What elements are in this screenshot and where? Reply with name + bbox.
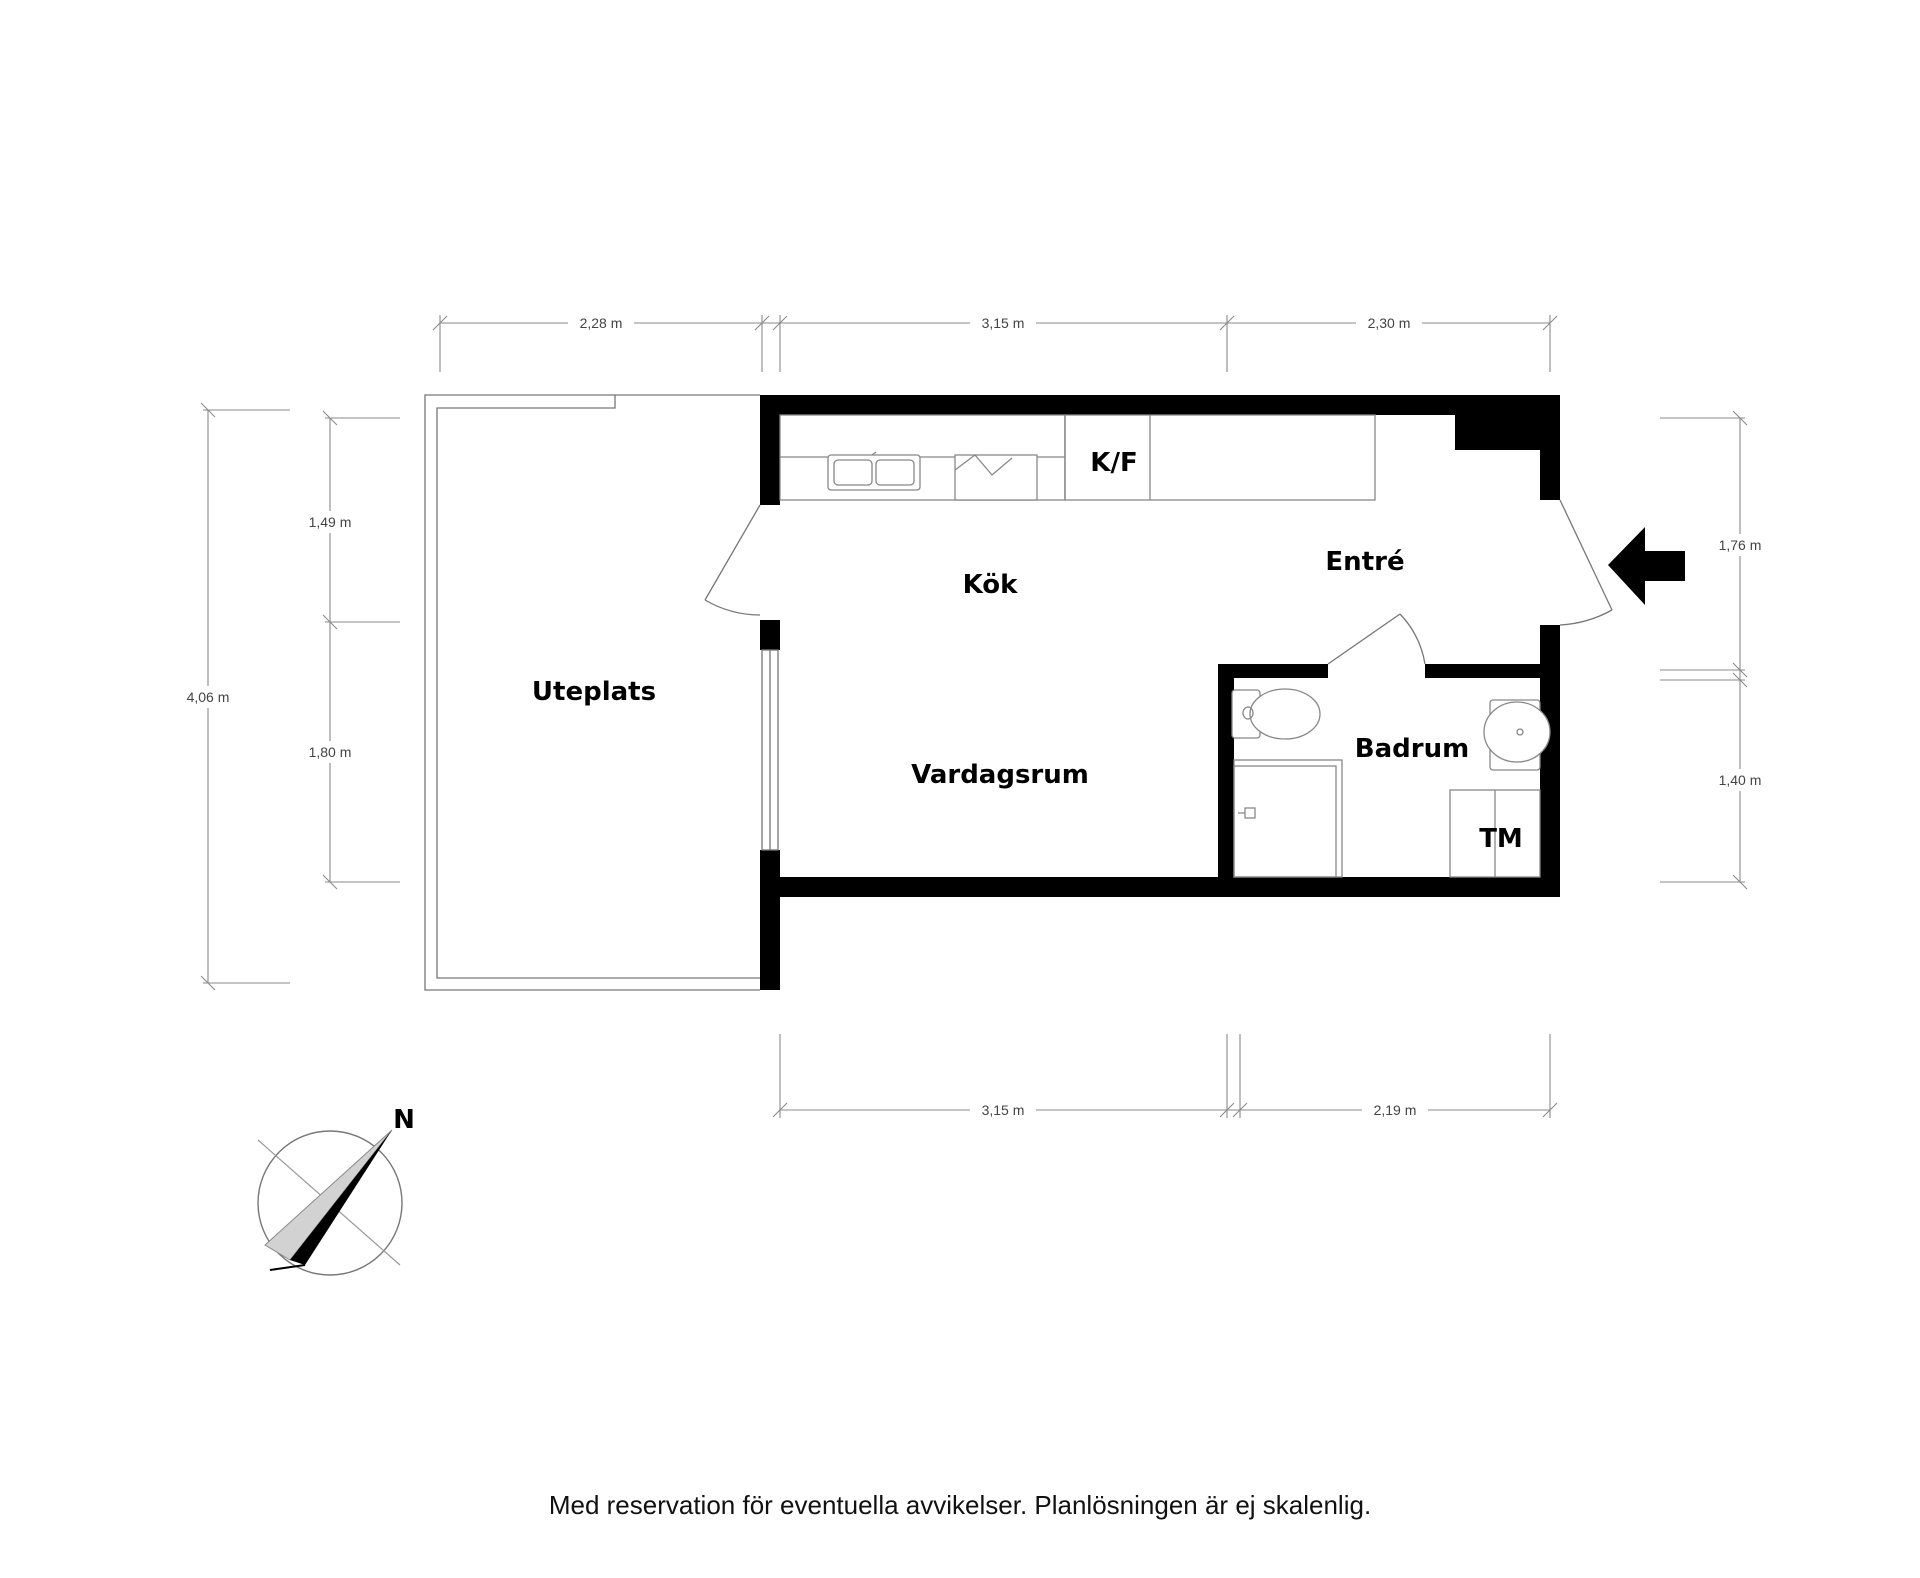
dim-left-lower: 1,80 m: [309, 744, 352, 760]
disclaimer-text: Med reservation för eventuella avvikelse…: [548, 1490, 1372, 1520]
room-label-uteplats: Uteplats: [532, 677, 656, 707]
dim-left-total: 4,06 m: [187, 689, 230, 705]
dim-bottom-mid: 3,15 m: [982, 1102, 1025, 1118]
room-label-vardagsrum: Vardagsrum: [911, 760, 1089, 790]
dim-right-lower: 1,40 m: [1719, 772, 1762, 788]
walls: [760, 395, 1560, 990]
window-left: [761, 649, 779, 851]
dimension-labels: 2,28 m 3,15 m 2,30 m 3,15 m 2,19 m 4,06 …: [176, 313, 1772, 1120]
bathroom-fixtures: [1231, 688, 1551, 878]
room-label-badrum: Badrum: [1355, 734, 1469, 764]
entrance-arrow-icon: [1608, 527, 1685, 605]
dim-right-upper: 1,76 m: [1719, 537, 1762, 553]
room-labels: Kök Vardagsrum Entré Badrum Uteplats K/F…: [532, 448, 1523, 854]
dimension-lines: [200, 315, 1748, 1118]
room-label-tm: TM: [1479, 824, 1523, 854]
dim-top-left: 2,28 m: [580, 315, 623, 331]
dim-bottom-right: 2,19 m: [1374, 1102, 1417, 1118]
room-label-entre: Entré: [1325, 547, 1404, 577]
compass: N: [257, 1105, 415, 1276]
dim-top-mid: 3,15 m: [982, 315, 1025, 331]
terrace: [424, 394, 760, 991]
dim-top-right: 2,30 m: [1368, 315, 1411, 331]
kitchen-counter: [779, 414, 1376, 501]
dim-left-upper: 1,49 m: [309, 514, 352, 530]
compass-north-label: N: [393, 1105, 415, 1135]
compass-needle-dark: [290, 1130, 392, 1265]
room-label-kok: Kök: [963, 570, 1019, 600]
room-label-kf: K/F: [1090, 448, 1137, 478]
doors: [704, 499, 1613, 665]
